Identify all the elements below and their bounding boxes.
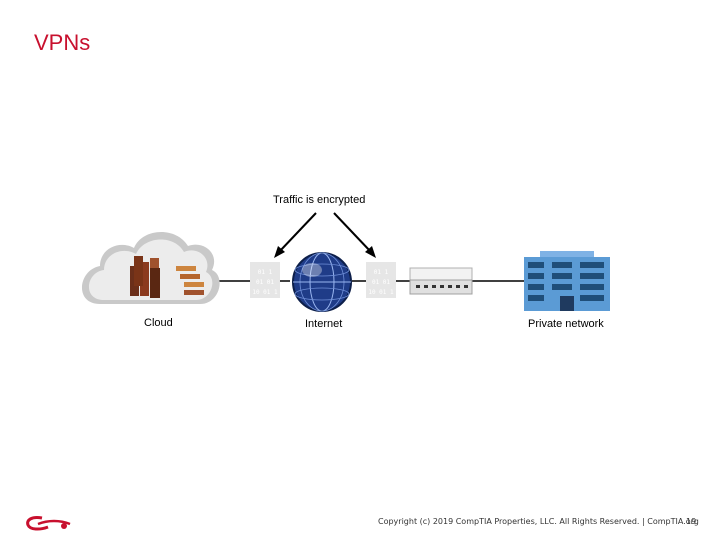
router-icon — [409, 267, 473, 295]
cloud-label: Cloud — [144, 317, 173, 329]
svg-text:01 1: 01 1 — [374, 269, 389, 276]
arrowhead-left — [274, 246, 285, 258]
internet-label: Internet — [305, 318, 343, 330]
server-rack-icon — [130, 256, 204, 298]
arrowhead-right — [365, 246, 376, 258]
svg-text:10 01 1: 10 01 1 — [368, 289, 394, 296]
encryption-badge-left: 01 1 01 01 10 01 1 — [250, 262, 280, 298]
svg-text:01 01: 01 01 — [372, 279, 390, 286]
encryption-badge-right: 01 1 01 01 10 01 1 — [366, 262, 396, 298]
comptia-logo — [26, 516, 71, 531]
globe-icon — [292, 252, 352, 312]
encryption-arrows — [278, 212, 372, 253]
svg-text:10 01 1: 10 01 1 — [252, 289, 278, 296]
encrypted-traffic-label: Traffic is encrypted — [273, 194, 366, 206]
slide-title: VPNs — [34, 30, 91, 55]
office-building-icon — [524, 251, 610, 311]
page-number: 19 — [686, 517, 697, 526]
copyright-text: Copyright (c) 2019 CompTIA Properties, L… — [378, 517, 699, 526]
private-network-label: Private network — [528, 318, 604, 330]
svg-text:01 1: 01 1 — [258, 269, 273, 276]
svg-text:01 01: 01 01 — [256, 279, 274, 286]
